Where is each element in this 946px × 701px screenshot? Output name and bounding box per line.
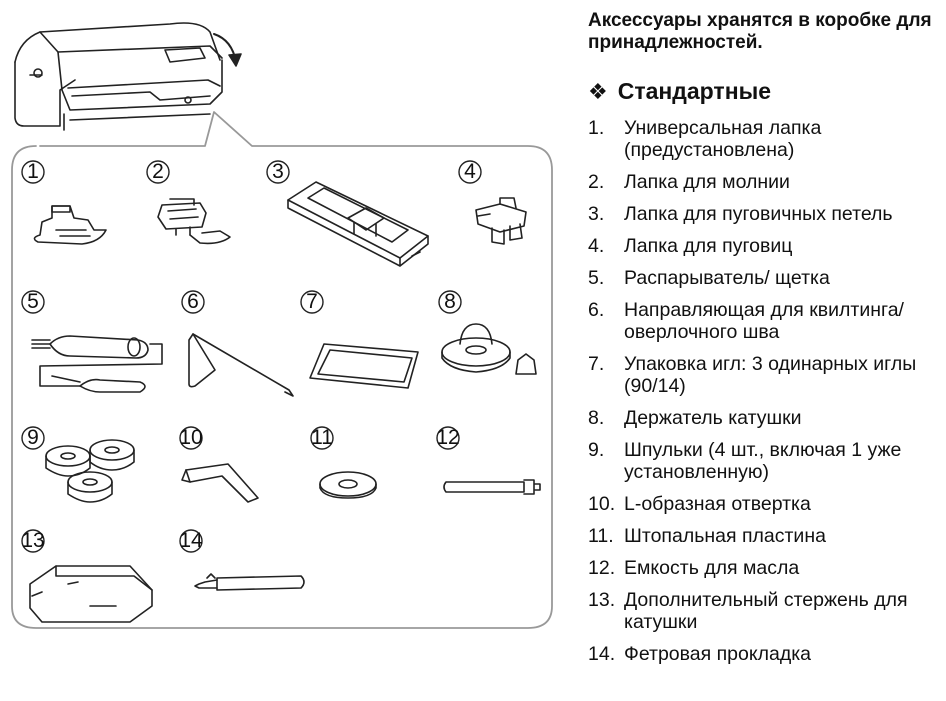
list-item-number: 3. (588, 203, 605, 225)
list-item-number: 5. (588, 267, 605, 289)
list-item: 12. Емкость для масла (588, 557, 944, 579)
list-item-number: 2. (588, 171, 605, 193)
svg-text:12: 12 (436, 426, 459, 449)
list-item: 3. Лапка для пуговичных петель (588, 203, 944, 225)
callout-number: 14 (179, 529, 203, 553)
svg-text:7: 7 (306, 290, 318, 313)
darning-plate-drawing (319, 471, 377, 499)
list-item-text: Шпульки (4 шт., включая 1 уже установлен… (624, 439, 902, 483)
accessories-frame (11, 111, 553, 629)
list-item: 1. Универсальная лапка (предустановлена) (588, 117, 944, 161)
list-item-number: 11. (588, 525, 614, 547)
svg-text:10: 10 (179, 426, 202, 449)
callout-number: 7 (300, 290, 324, 314)
description-column: Аксессуары хранятся в коробке для принад… (588, 10, 944, 665)
oil-container-drawing (443, 479, 541, 495)
svg-text:3: 3 (272, 160, 284, 183)
svg-text:14: 14 (179, 529, 203, 552)
list-item: 8. Держатель катушки (588, 407, 944, 429)
list-item-text: L-образная отвертка (624, 493, 811, 515)
svg-text:2: 2 (152, 160, 164, 183)
list-item: 13. Дополнительный стержень для катушки (588, 589, 944, 633)
list-item-text: Дополнительный стержень для катушки (624, 589, 908, 633)
callout-number: 8 (438, 290, 462, 314)
spool-pin-drawing (29, 565, 153, 623)
svg-text:6: 6 (187, 290, 199, 313)
spool-holder-drawing (441, 323, 537, 375)
list-item-number: 13. (588, 589, 616, 611)
diamond-bullet-icon: ❖ (588, 78, 608, 104)
list-item-text: Направляющая для квилтинга/ оверлочного … (624, 299, 904, 343)
list-item-text: Упаковка игл: 3 одинарных иглы (90/14) (624, 353, 917, 397)
list-item-number: 12. (588, 557, 616, 579)
list-item: 10. L-образная отвертка (588, 493, 944, 515)
presser-foot-drawing (33, 205, 107, 245)
list-item-number: 1. (588, 117, 605, 139)
buttonhole-foot-drawing (287, 181, 429, 267)
svg-text:9: 9 (27, 426, 39, 449)
list-item-text: Фетровая прокладка (624, 643, 812, 665)
list-item-number: 4. (588, 235, 605, 257)
list-item-text: Распарыватель/ щетка (624, 267, 830, 289)
callout-number: 5 (21, 290, 45, 314)
list-item-number: 14. (588, 643, 616, 665)
accessory-list: 1. Универсальная лапка (предустановлена) 2… (588, 117, 944, 665)
list-item-text: Лапка для молнии (624, 171, 790, 193)
callout-number: 9 (21, 426, 45, 450)
list-item-text: Емкость для масла (624, 557, 800, 579)
list-item: 11. Штопальная пластина (588, 525, 944, 547)
seam-ripper-brush-drawing (31, 335, 163, 393)
list-item-number: 7. (588, 353, 605, 375)
bobbins-drawing (45, 439, 135, 503)
list-item: 14. Фетровая прокладка (588, 643, 944, 665)
list-item: 6. Направляющая для квилтинга/ оверлочног… (588, 299, 944, 343)
callout-number: 4 (458, 160, 482, 184)
button-foot-drawing (475, 197, 527, 245)
list-item-text: Лапка для пуговичных петель (624, 203, 893, 225)
list-item: 9. Шпульки (4 шт., включая 1 уже установл… (588, 439, 944, 483)
list-item-text: Штопальная пластина (624, 525, 826, 547)
callout-number: 2 (146, 160, 170, 184)
svg-text:1: 1 (27, 160, 39, 183)
l-screwdriver-drawing (181, 463, 259, 503)
list-item-text: Держатель катушки (624, 407, 802, 429)
section-title: Стандартные (617, 78, 772, 104)
list-item-number: 10. (588, 493, 616, 515)
callout-number: 6 (181, 290, 205, 314)
svg-text:5: 5 (27, 290, 39, 313)
list-item-number: 6. (588, 299, 605, 321)
zipper-foot-drawing (157, 198, 231, 245)
list-item: 2. Лапка для молнии (588, 171, 944, 193)
list-item-number: 8. (588, 407, 605, 429)
list-item: 4. Лапка для пуговиц (588, 235, 944, 257)
callout-number: 3 (266, 160, 290, 184)
accessory-box-drawing (14, 22, 242, 131)
callout-number: 10 (179, 426, 203, 450)
section-heading: ❖ Стандартные (588, 78, 944, 105)
list-item: 5. Распарыватель/ щетка (588, 267, 944, 289)
list-item-text: Универсальная лапка (предустановлена) (624, 117, 822, 161)
list-item: 7. Упаковка игл: 3 одинарных иглы (90/14) (588, 353, 944, 397)
list-item-text: Лапка для пуговиц (624, 235, 793, 257)
intro-text: Аксессуары хранятся в коробке для принад… (588, 10, 932, 53)
felt-pad-drawing (194, 573, 305, 591)
callout-number: 11 (310, 426, 334, 450)
needle-pack-drawing (309, 343, 419, 389)
callout-number: 12 (436, 426, 460, 450)
svg-text:11: 11 (311, 426, 333, 449)
quilting-guide-drawing (188, 333, 294, 397)
list-item-number: 9. (588, 439, 605, 461)
svg-text:8: 8 (444, 290, 456, 313)
callout-number: 1 (21, 160, 45, 184)
callout-number: 13 (21, 529, 45, 553)
svg-text:13: 13 (21, 529, 44, 552)
svg-text:4: 4 (464, 160, 476, 183)
